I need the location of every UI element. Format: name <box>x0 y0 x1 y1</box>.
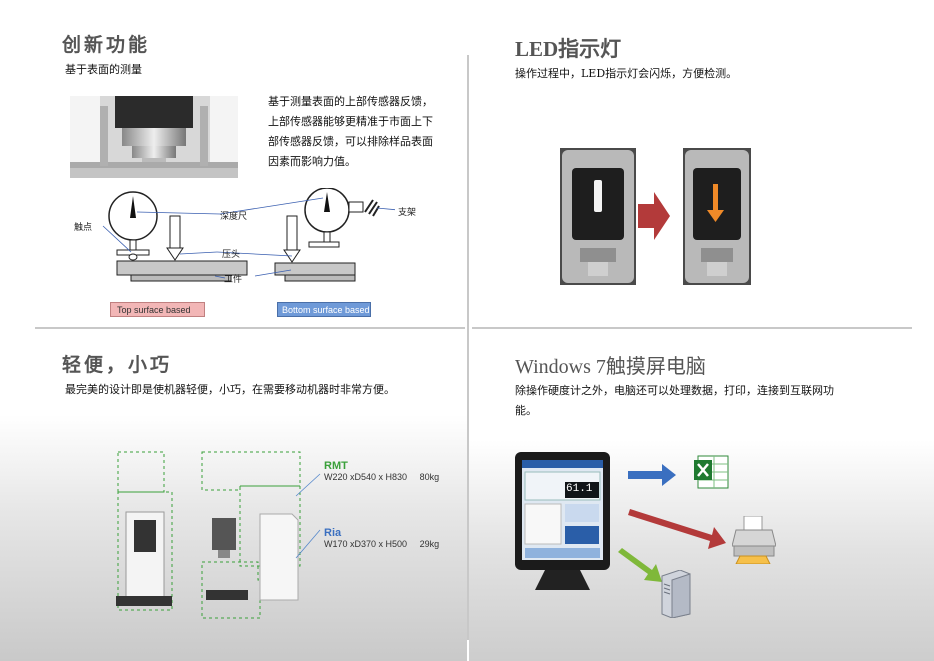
vertical-divider <box>467 55 469 640</box>
model-rmt-dimensions: W220 xD540 x H830 <box>324 472 408 482</box>
tablet-reading: 61.1 <box>566 483 593 495</box>
label-contact: 触点 <box>74 223 93 233</box>
arrow-to-excel <box>628 464 676 486</box>
innovation-subtitle: 基于表面的测量 <box>65 63 142 76</box>
led-arrow <box>638 192 670 240</box>
model-rmt-name: RMT <box>324 460 348 472</box>
innovation-description: 基于测量表面的上部传感器反馈， 上部传感器能够更精准于市面上下 部传感器反馈，可… <box>268 92 433 172</box>
sensor-photo <box>70 96 238 178</box>
horizontal-divider-right <box>472 327 912 329</box>
printer-icon <box>732 516 776 564</box>
label-bracket: 支架 <box>398 208 417 218</box>
tag-top-surface: Top surface based <box>110 302 205 317</box>
model-rmt-weight: 80kg <box>419 472 440 482</box>
label-indenter: 压头 <box>222 250 241 260</box>
innovation-desc-line: 因素而影响力值。 <box>268 155 356 168</box>
innovation-desc-line: 部传感器反馈，可以排除样品表面 <box>268 135 433 148</box>
led-photo-off <box>560 148 636 285</box>
arrow-to-printer <box>628 509 726 549</box>
model-rmt: RMT W220 xD540 x H830 80kg <box>324 460 439 482</box>
windows-description: 除操作硬度计之外，电脑还可以处理数据，打印，连接到互联网功 能。 <box>515 381 834 421</box>
innovation-desc-line: 上部传感器能够更精准于市面上下 <box>268 115 433 128</box>
model-leader-lines <box>295 473 321 559</box>
model-ria-weight: 29kg <box>419 539 440 549</box>
model-ria-name: Ria <box>324 527 342 539</box>
excel-icon <box>694 455 729 489</box>
windows-desc-line: 能。 <box>515 404 537 417</box>
innovation-title: 创新功能 <box>62 34 151 56</box>
machine-outlines <box>116 451 301 619</box>
model-ria: Ria W170 xD370 x H500 29kg <box>324 527 439 549</box>
label-depth: 深度尺 <box>220 212 248 222</box>
label-workpiece: 工件 <box>224 275 243 285</box>
horizontal-divider-left <box>35 327 465 329</box>
windows-desc-line: 除操作硬度计之外，电脑还可以处理数据，打印，连接到互联网功 <box>515 384 834 397</box>
windows-title: Windows 7触摸屏电脑 <box>515 356 706 378</box>
model-rmt-spec-row: W220 xD540 x H830 80kg <box>324 472 439 482</box>
tag-bottom-surface: Bottom surface based <box>277 302 371 317</box>
innovation-desc-line: 基于测量表面的上部传感器反馈， <box>268 95 433 108</box>
model-ria-spec-row: W170 xD370 x H500 29kg <box>324 539 439 549</box>
led-description: 操作过程中，LED指示灯会闪烁，方便检测。 <box>515 67 738 80</box>
led-title: LED指示灯 <box>515 37 622 61</box>
compact-description: 最完美的设计即是使机器轻便，小巧，在需要移动机器时非常方便。 <box>65 383 395 396</box>
compact-title: 轻便，小巧 <box>62 354 173 376</box>
server-icon <box>661 570 691 618</box>
model-ria-dimensions: W170 xD370 x H500 <box>324 539 408 549</box>
gauge-diagram <box>102 188 395 282</box>
arrow-to-server <box>618 548 662 582</box>
led-photo-on <box>683 148 751 285</box>
tablet-pc <box>515 452 610 590</box>
